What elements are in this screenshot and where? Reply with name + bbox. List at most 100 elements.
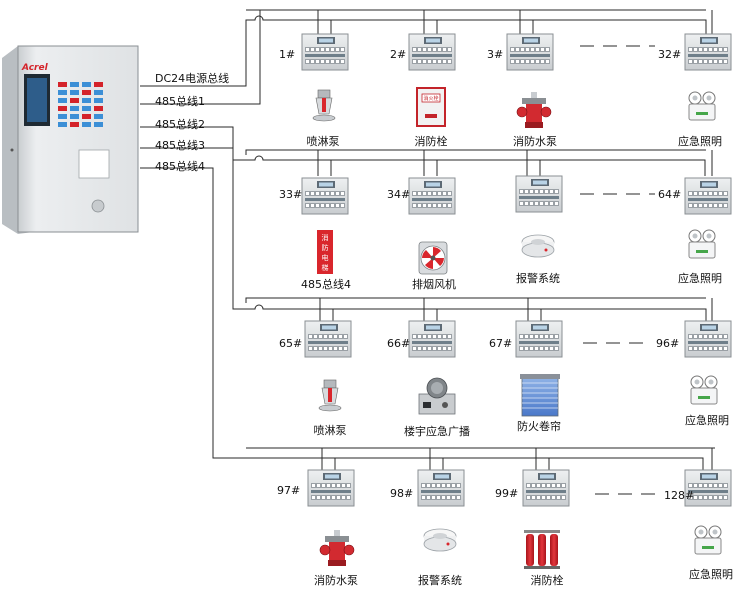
fire-shutter-icon [519,373,561,417]
device-label: 喷淋泵 [306,135,340,148]
bus4-wire [140,167,704,470]
bus3-wire [140,147,707,321]
cabinet-key [94,90,103,95]
cabinet-key [82,106,91,111]
bus3-label: 485总线3 [155,139,205,152]
cabinet-key [70,90,79,95]
device-label: 应急照明 [678,135,722,148]
module-number: 34# [387,188,411,201]
device-label: 应急照明 [685,414,729,427]
sprinkler-head-icon [318,379,342,412]
bus-module [684,177,732,215]
broadcast-amplifier-icon [418,377,456,415]
device-label: 报警系统 [418,574,462,587]
cabinet-key [58,122,67,127]
cabinet-key [94,122,103,127]
cabinet-key [70,114,79,119]
bus1-wire [140,10,261,105]
module-number: 97# [277,484,301,497]
module-number: 99# [495,487,519,500]
bus2-top-wire [245,149,706,155]
cabinet-key [70,106,79,111]
cabinet-info-plate [78,149,110,179]
emergency-light-icon [694,525,722,555]
bus-module [417,469,465,507]
cabinet-key [94,98,103,103]
bus4-label: 485总线4 [155,160,205,173]
module-number: 67# [489,337,513,350]
cabinet-key [82,82,91,87]
emergency-light-icon [688,229,716,259]
device-label: 消防水泵 [314,574,358,587]
sprinkler-head-icon [312,89,336,122]
bus3-top-wire [245,297,706,303]
bus-module [684,320,732,358]
bus-module [408,320,456,358]
modules-layer [301,33,732,507]
bus-module [304,320,352,358]
cabinet-screen-glass [27,78,47,122]
control-cabinet: Acrel [2,45,139,234]
device-label: 消防栓 [414,135,448,148]
bus-module [408,177,456,215]
cabinet-key [70,122,79,127]
fire-pump-icon [319,529,355,567]
gas-cylinder-icon [524,530,560,569]
cabinet-key [82,122,91,127]
device-label: 喷淋泵 [313,424,347,437]
smoke-detector-icon [423,528,457,552]
cabinet-vent [91,199,105,213]
device-label: 485总线4 [301,278,351,291]
device-label: 消防水泵 [513,135,557,148]
brand-logo: Acrel [21,63,49,73]
cabinet-key [70,82,79,87]
cabinet-key [58,106,67,111]
bus-module [408,33,456,71]
device-label: 楼宇应急广播 [404,425,470,438]
module-number: 33# [279,188,303,201]
module-number: 98# [390,487,414,500]
cabinet-key [58,82,67,87]
device-label: 应急照明 [689,568,733,581]
device-label: 排烟风机 [412,278,456,291]
bus-module [301,177,349,215]
module-number: 2# [390,48,407,61]
bus2-label: 485总线2 [155,118,205,131]
module-number: 128# [664,489,695,502]
cabinet-key [82,114,91,119]
cabinet-key [82,90,91,95]
device-label: 应急照明 [678,272,722,285]
bus-module [506,33,554,71]
emergency-light-icon [688,91,716,121]
cabinet-key [94,106,103,111]
dc24-bus-label: DC24电源总线 [155,72,230,85]
cabinet-key [58,114,67,119]
cabinet-hinge [10,148,14,152]
dc24-wire [140,15,707,87]
cabinet-key [58,98,67,103]
module-number: 66# [387,337,411,350]
bus-module [684,33,732,71]
bus-module [301,33,349,71]
exhaust-fan-icon [418,241,448,275]
hydrant-sign-icon [317,230,333,274]
module-number: 3# [487,48,504,61]
emergency-light-icon [690,375,718,405]
smoke-detector-icon [521,234,555,258]
device-label: 防火卷帘 [517,420,561,433]
bus-lines [140,9,715,495]
cabinet-key [94,82,103,87]
module-number: 96# [656,337,680,350]
cabinet-key [70,98,79,103]
module-number: 32# [658,48,682,61]
cabinet-key [94,114,103,119]
bus-module [515,320,563,358]
bus-module [522,469,570,507]
module-number: 1# [279,48,296,61]
bus-module [515,175,563,213]
cabinet-front [17,45,139,233]
hydrant-box-icon [416,87,446,127]
cabinet-key [58,90,67,95]
fire-pump-icon [516,91,552,129]
